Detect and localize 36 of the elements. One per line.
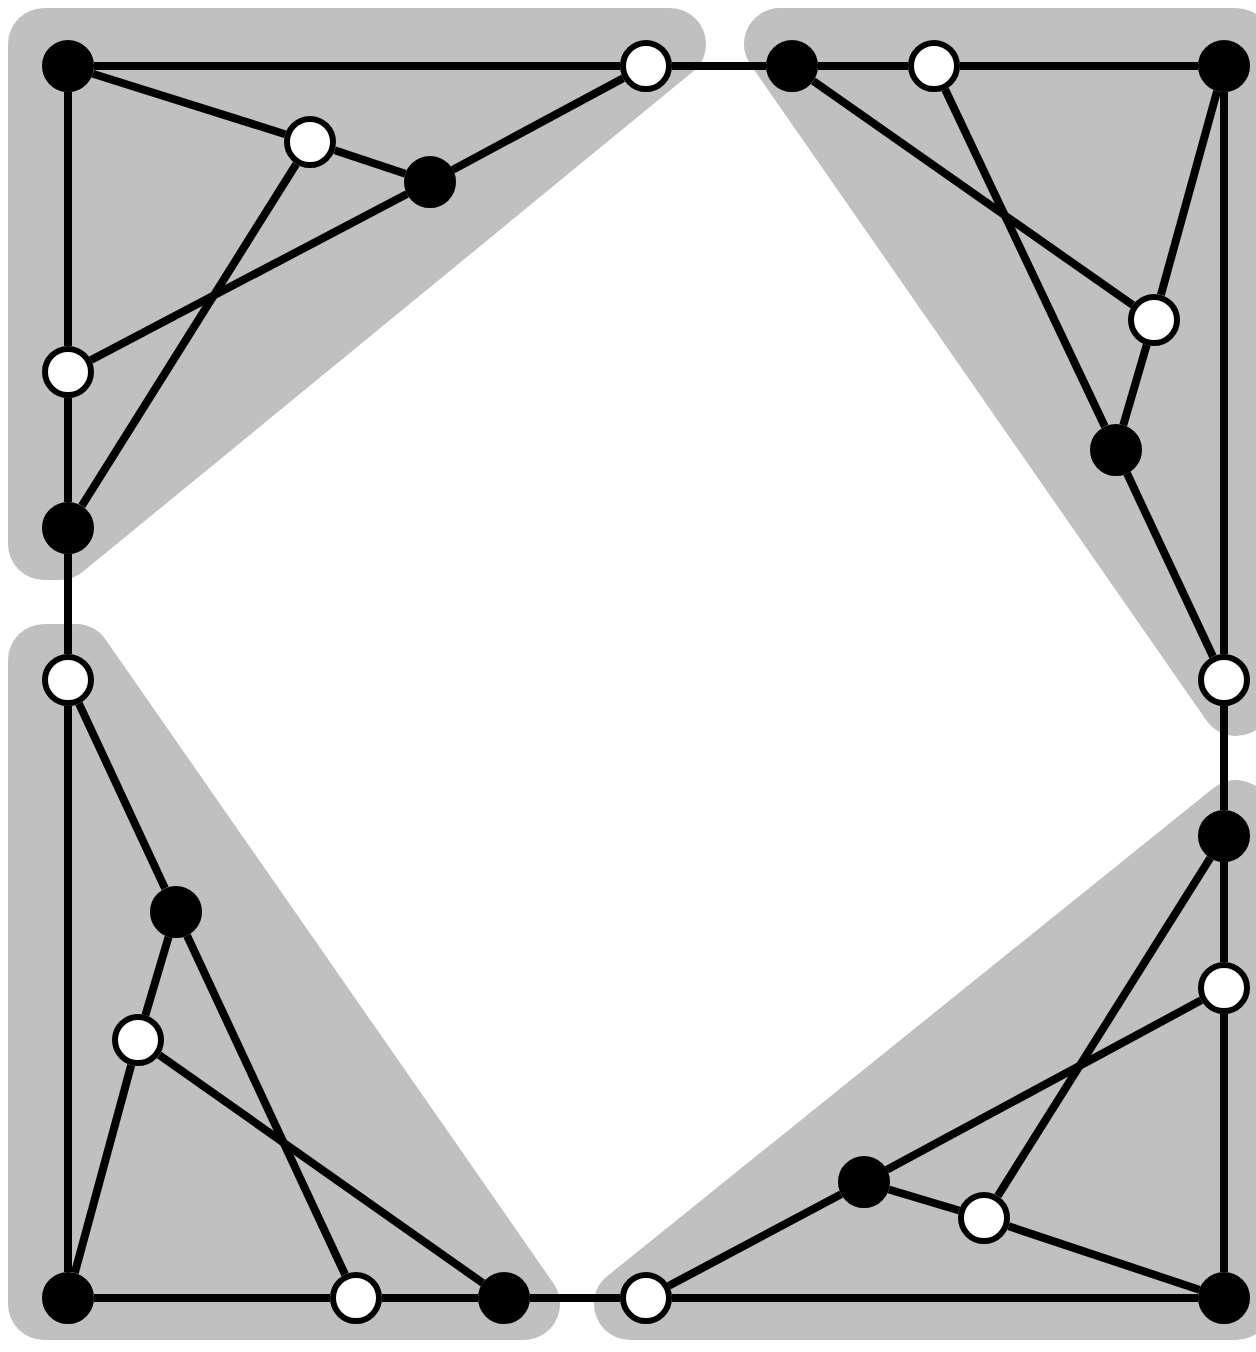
- connector-line: [64, 92, 72, 346]
- connector-line: [1123, 471, 1217, 659]
- connector-line: [64, 554, 72, 654]
- connector-line: [1157, 90, 1221, 296]
- connector-line: [94, 62, 620, 70]
- connector-line: [64, 398, 72, 502]
- connector-line: [960, 62, 1198, 70]
- connector-line: [1007, 1222, 1201, 1294]
- connector-line: [1220, 862, 1228, 962]
- connector-line: [672, 62, 766, 70]
- connector-line: [333, 146, 407, 178]
- connector-line: [451, 74, 625, 174]
- connector-line: [75, 701, 169, 891]
- connector-line: [141, 935, 173, 1017]
- connector-line: [94, 1294, 330, 1302]
- connector-line: [183, 933, 349, 1277]
- connector-line: [156, 1051, 486, 1287]
- connector-line: [887, 1185, 961, 1215]
- connector-line: [1119, 343, 1151, 427]
- connector-line: [994, 855, 1214, 1199]
- connector-line: [667, 1190, 843, 1290]
- connector-line: [811, 77, 1135, 309]
- connector-line: [672, 1294, 1198, 1302]
- connector-line: [91, 69, 287, 139]
- connector-line: [1220, 1014, 1228, 1272]
- connector-line: [818, 62, 908, 70]
- connector-line: [1220, 92, 1228, 654]
- connector-line: [64, 706, 72, 1272]
- connector-line: [70, 1064, 136, 1274]
- connector-line: [941, 87, 1109, 429]
- connector-line: [382, 1294, 478, 1302]
- connector-line: [78, 161, 300, 509]
- connector-line: [885, 996, 1203, 1174]
- connector-line: [89, 190, 409, 364]
- connector-line: [530, 1294, 620, 1302]
- connector-line: [1220, 706, 1228, 810]
